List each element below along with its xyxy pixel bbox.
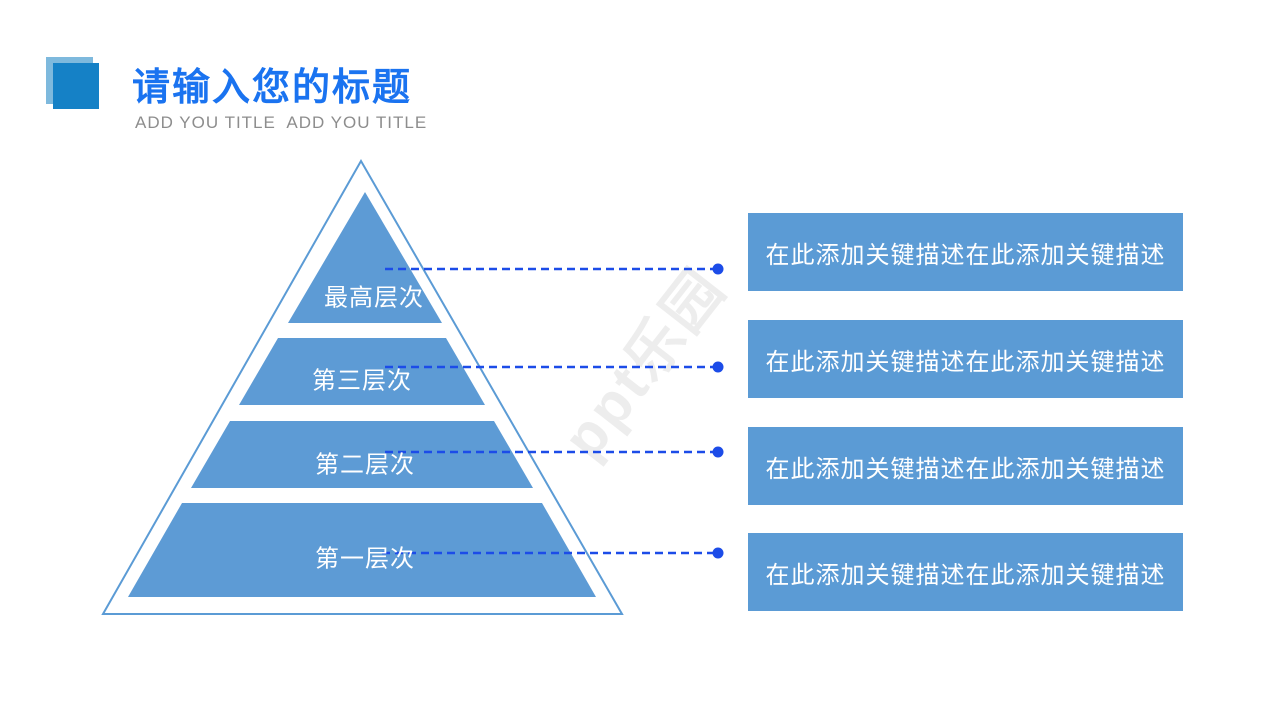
description-box-4: 在此添加关键描述在此添加关键描述 (748, 533, 1183, 611)
description-box-3: 在此添加关键描述在此添加关键描述 (748, 427, 1183, 505)
pyramid-level-1-shape (288, 192, 442, 323)
pyramid-level-4-label: 第一层次 (315, 545, 415, 573)
description-box-1: 在此添加关键描述在此添加关键描述 (748, 213, 1183, 291)
connector-dot-3 (712, 446, 724, 458)
connector-dot-2 (712, 361, 724, 373)
connector-dot-4 (712, 547, 724, 559)
slide-subtitle: ADD YOU TITLE ADD YOU TITLE (135, 113, 428, 132)
pyramid-outline (101, 158, 624, 615)
pyramid-level-3-label: 第二层次 (315, 451, 415, 479)
pyramid-level-2-shape (239, 338, 485, 405)
pyramid-level-3-shape (191, 421, 533, 488)
connector-dot-1 (712, 263, 724, 275)
slide-title: 请输入您的标题 (132, 67, 413, 109)
accent-square-dark-icon (53, 63, 99, 109)
pyramid-level-2-label: 第三层次 (312, 367, 412, 395)
description-box-2: 在此添加关键描述在此添加关键描述 (748, 320, 1183, 398)
pyramid-level-1-label: 最高层次 (324, 284, 424, 312)
pyramid-level-4-shape (128, 503, 596, 597)
